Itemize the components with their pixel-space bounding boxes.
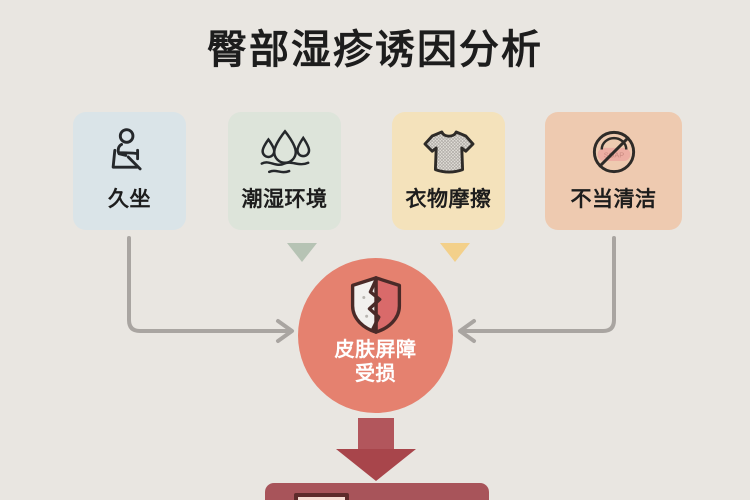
arrowhead-left — [276, 319, 294, 343]
cause-card-prolonged-sitting[interactable]: 久坐 — [73, 112, 186, 230]
skin-barrier-damage-label: 皮肤屏障 受损 — [335, 338, 417, 387]
svg-text:SOAP: SOAP — [603, 151, 624, 160]
triangle-arrow-friction — [440, 243, 470, 262]
skin-barrier-damage-node[interactable]: 皮肤屏障 受损 — [298, 258, 453, 413]
water-droplets-icon — [256, 123, 314, 181]
center-label-line-2: 受损 — [355, 363, 396, 386]
triangle-arrow-humidity — [287, 243, 317, 262]
cause-card-clothing-friction[interactable]: 衣物摩擦 — [392, 112, 505, 230]
cause-card-label: 不当清洁 — [570, 188, 657, 211]
arrow-path-right — [462, 236, 616, 333]
outcome-box[interactable] — [265, 483, 489, 500]
cause-card-label: 久坐 — [108, 188, 151, 211]
cause-card-improper-cleaning[interactable]: SOAP 不当清洁 — [545, 112, 682, 230]
bandage-patch-icon — [294, 493, 349, 500]
arrowhead-right — [458, 319, 476, 343]
sitting-person-icon — [103, 123, 157, 181]
cracked-shield-icon — [347, 274, 405, 336]
arrow-path-left — [127, 236, 290, 333]
page-title: 臀部湿疹诱因分析 — [207, 28, 543, 72]
down-arrow-shaft — [358, 418, 394, 450]
cause-card-humid-environment[interactable]: 潮湿环境 — [228, 112, 341, 230]
center-label-line-1: 皮肤屏障 — [334, 339, 417, 361]
tshirt-icon — [421, 123, 477, 181]
cause-card-label: 潮湿环境 — [241, 188, 328, 211]
no-soap-icon: SOAP — [585, 123, 643, 181]
down-arrow-head — [336, 449, 416, 481]
cause-card-label: 衣物摩擦 — [405, 188, 492, 211]
